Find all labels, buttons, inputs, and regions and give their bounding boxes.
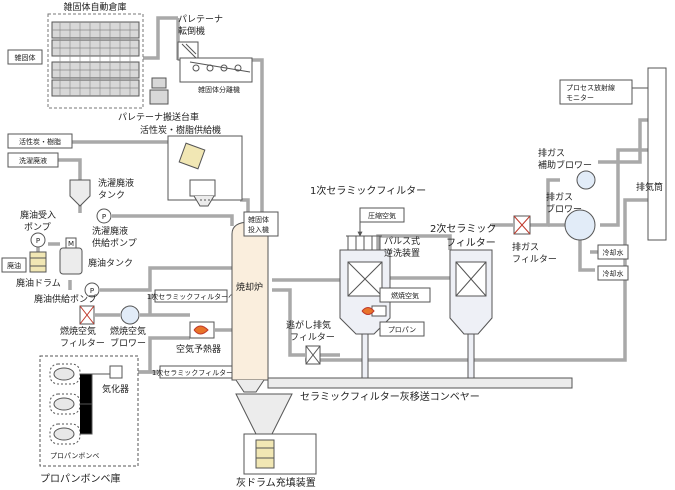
exhaust-blower-label: 排ガス ブロワー: [546, 191, 582, 215]
pump-symbol: P: [90, 287, 94, 295]
laundry-pump: P 洗濯廃液 供給ポンプ: [92, 208, 137, 249]
ash-conveyor-label: セラミックフィルター灰移送コンベヤー: [300, 390, 480, 403]
combustion-air-blower: 燃焼空気 ブロワー: [110, 305, 149, 349]
oil-supply-pump-label: 廃油供給ポンプ: [34, 293, 97, 305]
bypass-filter: 逃がし排気 フィルター: [286, 319, 335, 365]
solid-waste-label: 雑固体: [15, 53, 36, 62]
propane-cylinder-label: プロパンボンベ: [50, 452, 99, 460]
propane-label: プロパン: [388, 326, 416, 334]
solid-waste-inlet: 雑固体: [7, 49, 43, 65]
ash-conveyor: セラミックフィルター灰移送コンベヤー: [267, 377, 573, 403]
propane-inlet: プロパン: [379, 321, 425, 337]
solid-separator: 雑固体分離機: [179, 57, 253, 94]
cooling-water-1: 冷却水: [597, 244, 629, 260]
combustion-air-filter: 燃焼空気 フィルター: [60, 305, 105, 349]
compressed-air-inlet: 圧縮空気: [357, 207, 405, 237]
solid-input-label: 雑固体 投入機: [248, 215, 271, 234]
motor-symbol: M: [68, 240, 74, 248]
exhaust-stack: 排気筒: [636, 67, 667, 241]
pump-symbol: P: [102, 213, 106, 221]
exhaust-gas-filter: 排ガス フィルター: [512, 215, 557, 265]
waste-oil-receiving-pump: P 廃油受入 ポンプ: [20, 209, 59, 248]
solid-waste-warehouse: 雑固体自動倉庫: [47, 1, 144, 109]
pallet-tipper: パレテーナ 転倒機: [177, 14, 226, 61]
secondary-filter-label: 2次セラミック フィルター: [430, 222, 500, 249]
oil-supply-pump: P 廃油供給ポンプ: [34, 282, 100, 305]
activated-carbon-inlet: 活性炭・樹脂: [7, 133, 73, 149]
waste-oil-tank: M 廃油タンク: [59, 237, 133, 275]
aux-blower-label: 排ガス 補助ブロワー: [538, 147, 592, 171]
monitor-label: プロセス放射線 モニター: [566, 83, 617, 102]
activated-carbon-label: 活性炭・樹脂: [19, 137, 61, 146]
air-preheater-label: 空気予熱器: [176, 343, 221, 355]
laundry-pump-label: 洗濯廃液 供給ポンプ: [92, 225, 137, 249]
to-primary-filter-box-2: 1次セラミックフィルターへ: [152, 365, 240, 379]
combustion-air-inlet: 燃焼空気: [379, 287, 431, 303]
pulse-cleaner-label: パルス式 逆洗装置: [384, 235, 423, 259]
compressed-air-label: 圧縮空気: [368, 211, 396, 220]
stack-label: 排気筒: [636, 181, 663, 193]
pulse-nozzles: [346, 235, 382, 250]
pump-symbol: P: [36, 237, 40, 245]
radiation-monitor: プロセス放射線 モニター: [559, 79, 633, 105]
ash-drum-filler-label: 灰ドラム充填装置: [236, 476, 316, 489]
warehouse-title: 雑固体自動倉庫: [63, 1, 126, 13]
propane-storage: 気化器 プロパンボンベ プロパンボンベ庫: [39, 355, 139, 485]
pallet-cart-label: パレテーナ搬送台車: [118, 111, 199, 123]
conveyor-rollers: [189, 61, 251, 73]
to-primary-filter-label: 1次セラミックフィルターへ: [152, 368, 240, 377]
solid-separator-label: 雑固体分離機: [198, 85, 240, 94]
secondary-ceramic-filter: 2次セラミック フィルター: [430, 222, 500, 379]
cooling-water-label: 冷却水: [603, 269, 624, 278]
waste-oil-label: 廃油: [7, 261, 21, 270]
to-primary-filter-label: 1次セラミックフィルターへ: [147, 292, 235, 301]
laundry-waste-label: 洗濯廃液: [19, 156, 47, 165]
exhaust-filter-label: 排ガス フィルター: [512, 241, 557, 265]
cooling-water-label: 冷却水: [603, 248, 624, 257]
exhaust-blower: 排ガス ブロワー: [546, 191, 596, 241]
incinerator-label: 焼却炉: [236, 281, 263, 293]
waste-oil-tank-label: 廃油タンク: [88, 257, 133, 269]
propane-cylinders: [49, 363, 110, 445]
waste-oil-drum: 廃油ドラム: [16, 251, 61, 289]
air-preheater: 空気予熱器: [176, 321, 221, 355]
pipe-network: [36, 16, 648, 374]
laundry-tank: 洗濯廃液 タンク: [69, 177, 137, 207]
flame-icon: [361, 307, 375, 315]
pallet-tipper-label: パレテーナ 転倒機: [178, 14, 226, 37]
waste-oil-inlet: 廃油: [1, 257, 27, 273]
propane-storage-label: プロパンボンベ庫: [40, 472, 121, 485]
bypass-filter-label: 逃がし排気 フィルター: [286, 319, 335, 343]
combustion-air-blower-label: 燃焼空気 ブロワー: [110, 325, 149, 349]
cooling-water-2: 冷却水: [597, 265, 629, 281]
to-primary-filter-box-1: 1次セラミックフィルターへ: [147, 289, 235, 303]
combustion-air-filter-label: 燃焼空気 フィルター: [60, 325, 105, 349]
solid-input-feeder: 雑固体 投入機: [243, 211, 279, 237]
laundry-tank-label: 洗濯廃液 タンク: [98, 177, 137, 201]
storage-racks: [51, 21, 140, 97]
laundry-waste-inlet: 洗濯廃液: [7, 152, 59, 168]
combustion-air-label: 燃焼空気: [391, 291, 419, 300]
primary-filter-label: 1次セラミックフィルター: [310, 184, 426, 197]
flame-icon: [193, 325, 209, 335]
vaporizer-label: 気化器: [102, 383, 129, 395]
waste-oil-drum-label: 廃油ドラム: [16, 277, 61, 289]
waste-oil-pump-label: 廃油受入 ポンプ: [20, 209, 59, 233]
resin-feeder-label: 活性炭・樹脂供給機: [140, 124, 221, 136]
incinerator: 焼却炉: [231, 221, 269, 393]
aux-blower: 排ガス 補助ブロワー: [538, 147, 596, 190]
pallet-cart: パレテーナ搬送台車: [118, 77, 199, 123]
filter-burner: [361, 305, 387, 317]
resin-feeder: 活性炭・樹脂供給機: [140, 124, 243, 207]
ash-drum-filler: 灰ドラム充填装置: [235, 393, 317, 489]
